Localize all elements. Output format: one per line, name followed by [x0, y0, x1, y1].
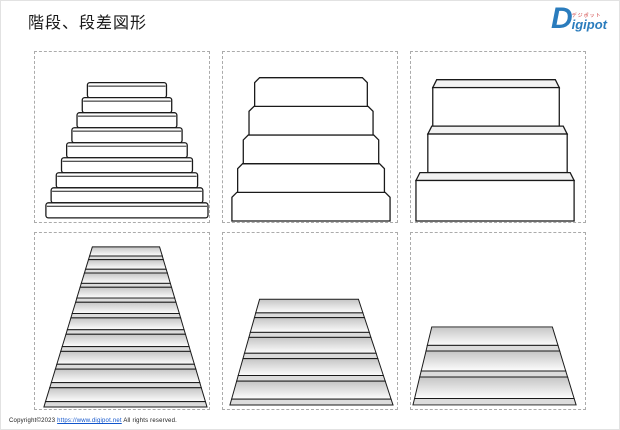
panel-stairs-front-5-step	[222, 51, 398, 223]
panel-stairs-front-3-step	[410, 51, 586, 223]
digipot-logo: D デジポット igipot	[550, 2, 607, 35]
stairs-perspective-3-step-drawing	[412, 326, 577, 406]
logo-text-block: デジポット igipot	[572, 13, 607, 31]
panel-stairs-perspective-5-step	[222, 232, 398, 410]
copyright-suffix: All rights reserved.	[123, 418, 177, 424]
panel-stairs-front-9-step	[34, 51, 210, 223]
stairs-front-5-step-drawing	[231, 77, 391, 222]
logo-letter-d: D	[550, 2, 573, 35]
panel-stairs-perspective-10-step	[34, 232, 210, 410]
stairs-front-9-step-drawing	[45, 81, 209, 219]
panel-stairs-perspective-3-step	[410, 232, 586, 410]
logo-tagline: デジポット	[571, 13, 602, 19]
digipot-link[interactable]: https://www.digipot.net	[57, 418, 122, 424]
footer: Copyright©2023 https://www.digipot.net A…	[9, 418, 177, 424]
logo-text: igipot	[571, 17, 607, 32]
stairs-perspective-10-step-drawing	[43, 246, 208, 408]
copyright-prefix: Copyright©2023	[9, 418, 56, 424]
stairs-front-3-step-drawing	[414, 79, 576, 222]
page-title: 階段、段差図形	[28, 15, 148, 32]
stairs-perspective-5-step-drawing	[229, 298, 394, 406]
